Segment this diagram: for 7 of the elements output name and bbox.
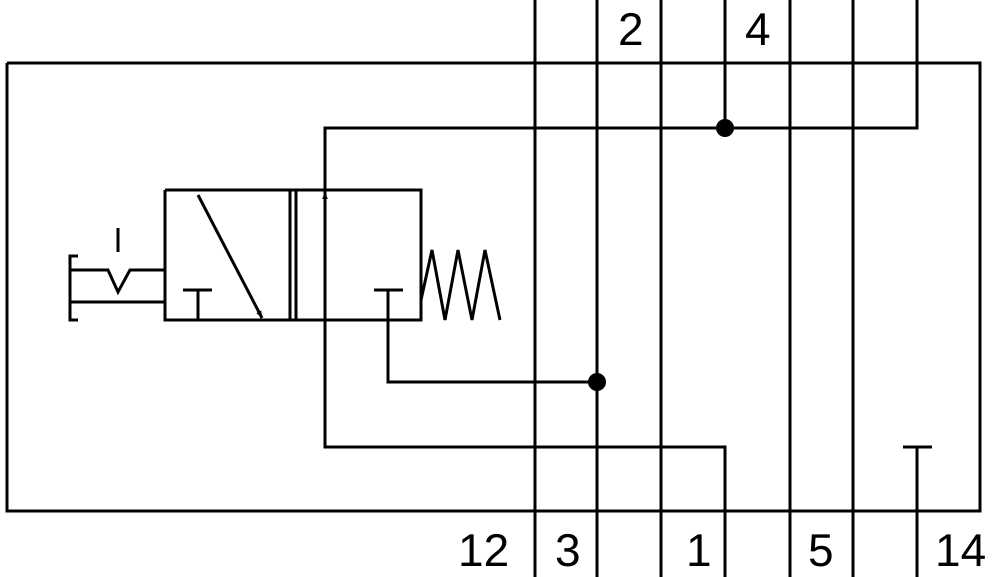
port-number: 2: [618, 6, 644, 52]
port-number: 5: [808, 527, 834, 573]
port-number: 1: [686, 527, 712, 573]
port-number: 3: [555, 527, 581, 573]
port-number: 12: [458, 527, 510, 573]
port-number: 4: [745, 6, 771, 52]
port-number: 14: [935, 527, 986, 573]
